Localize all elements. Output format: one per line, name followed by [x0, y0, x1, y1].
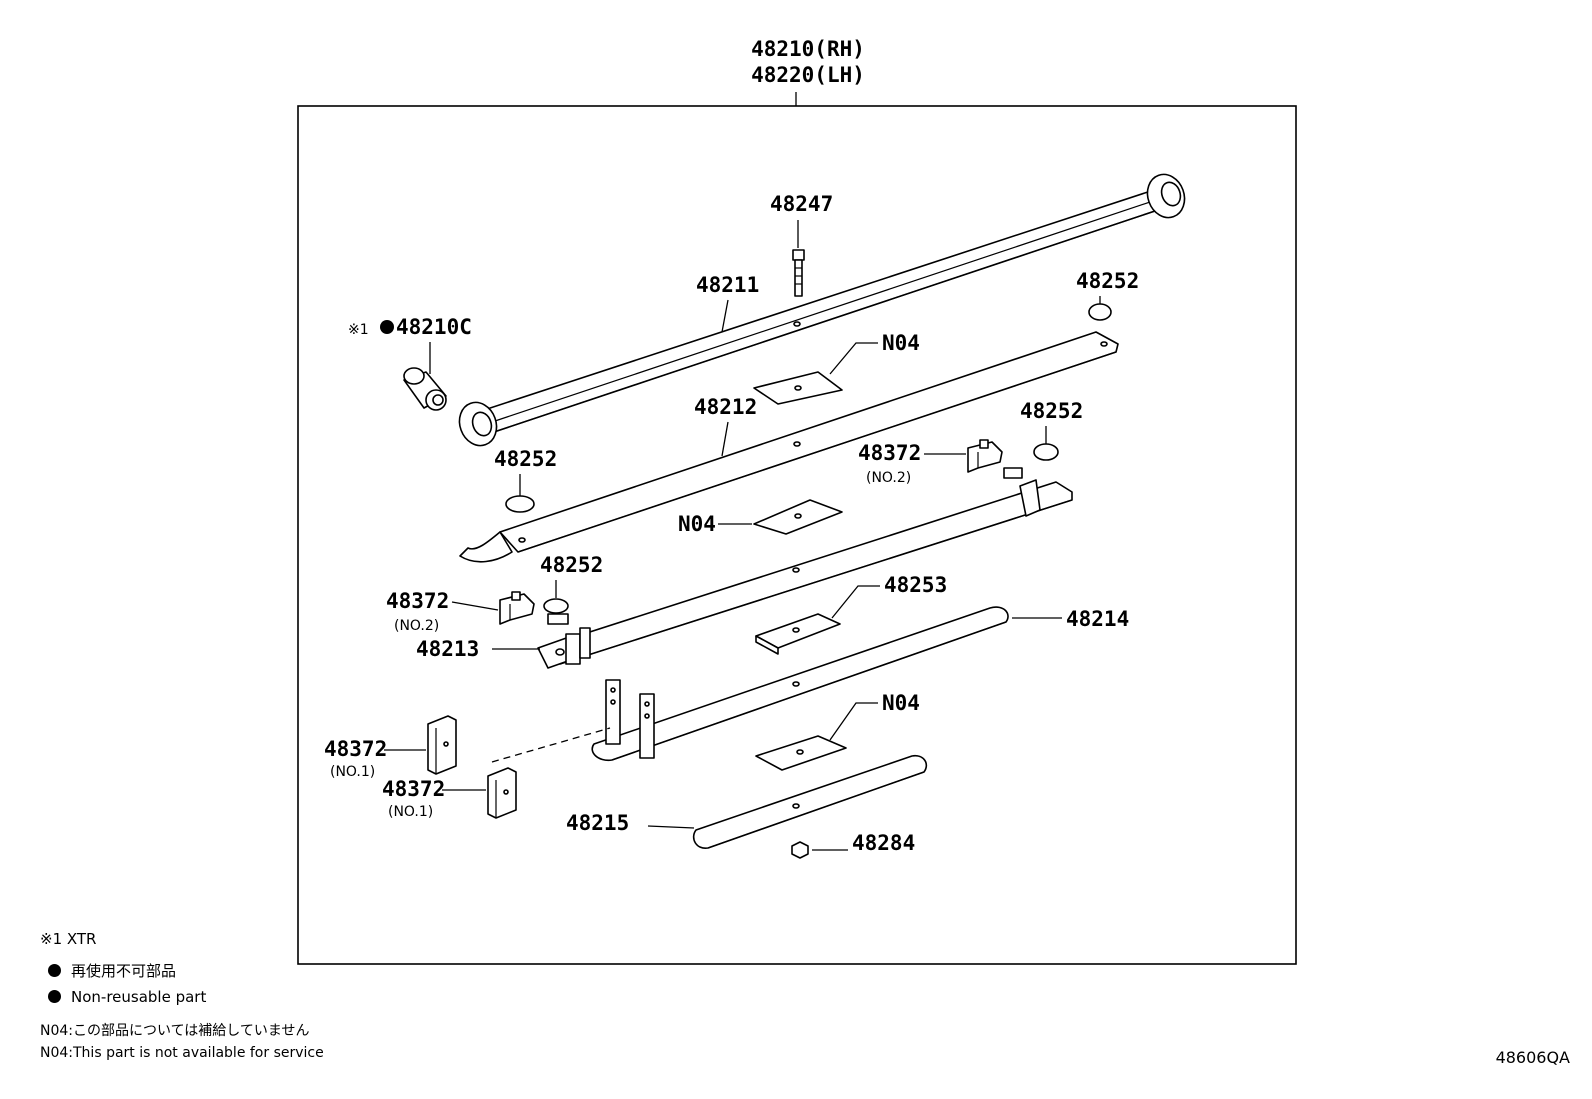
leader-n04-lower: [829, 702, 878, 741]
legend-note-1: ※1 XTR: [40, 930, 97, 948]
assembly-label-rh[interactable]: 48210(RH): [751, 37, 865, 61]
leader-48211: [721, 299, 729, 333]
label-48253[interactable]: 48253: [884, 573, 947, 597]
alignment-dashed-line: [491, 727, 611, 763]
legend-nonreusable-jp: 再使用不可部品: [40, 960, 176, 981]
cap-48252-right[interactable]: [1033, 443, 1059, 461]
label-48284[interactable]: 48284: [852, 831, 915, 855]
nonreusable-dot-icon: [48, 964, 61, 977]
diagram-code: 48606QA: [1495, 1048, 1570, 1067]
label-48252-left[interactable]: 48252: [494, 447, 557, 471]
legend-nonreusable-en-text: Non-reusable part: [71, 988, 207, 1006]
label-48212[interactable]: 48212: [694, 395, 757, 419]
legend-nonreusable-jp-text: 再使用不可部品: [71, 962, 177, 980]
bushing-48210c[interactable]: [403, 367, 447, 411]
legend-n04-en: N04:This part is not available for servi…: [40, 1045, 324, 1061]
clip-48372-no2-right[interactable]: [967, 439, 1003, 473]
cap-48252-top-right[interactable]: [1088, 303, 1112, 321]
assembly-label-lh[interactable]: 48220(LH): [751, 63, 865, 87]
label-48214[interactable]: 48214: [1066, 607, 1129, 631]
leader-n04-upper: [829, 342, 878, 375]
spacer-pad-n04-middle[interactable]: [753, 499, 843, 535]
label-n04-middle[interactable]: N04: [678, 512, 716, 536]
cap-48252-left[interactable]: [505, 495, 535, 513]
label-48252-right[interactable]: 48252: [1020, 399, 1083, 423]
sub-48372-no2-right: (NO.2): [866, 470, 911, 486]
spacer-plate-48253[interactable]: [755, 613, 841, 655]
leaf-spring-48211[interactable]: [454, 169, 1191, 451]
leaf-spring-48212[interactable]: [459, 331, 1119, 563]
sub-48372-no1-upper: (NO.1): [330, 764, 375, 780]
label-48247[interactable]: 48247: [770, 192, 833, 216]
leader-48253: [831, 585, 880, 619]
leader-48372-no2-left: [451, 601, 499, 611]
clip-48372-no1-upper[interactable]: [427, 715, 457, 775]
leaf-spring-48215[interactable]: [692, 754, 928, 849]
label-n04-upper[interactable]: N04: [882, 331, 920, 355]
label-48372-no2-left[interactable]: 48372: [386, 589, 449, 613]
label-n04-lower[interactable]: N04: [882, 691, 920, 715]
label-48211[interactable]: 48211: [696, 273, 759, 297]
spacer-pad-n04-upper[interactable]: [753, 371, 843, 405]
label-48213[interactable]: 48213: [416, 637, 479, 661]
nut-48284[interactable]: [791, 841, 809, 859]
legend-nonreusable-en: Non-reusable part: [40, 988, 206, 1006]
leaf-spring-48213[interactable]: [537, 467, 1073, 669]
label-48215[interactable]: 48215: [566, 811, 629, 835]
nonreusable-dot-icon: [380, 320, 394, 334]
leader-48215: [647, 825, 695, 829]
spacer-pad-n04-lower[interactable]: [755, 735, 847, 771]
label-48372-no1-upper[interactable]: 48372: [324, 737, 387, 761]
leader-48212: [721, 421, 729, 457]
cap-48252-lower-left[interactable]: [543, 598, 569, 614]
assembly-frame: [297, 105, 1297, 965]
legend-n04-jp: N04:この部品については補給していません: [40, 1023, 310, 1039]
note-mark-48210c: ※1: [348, 322, 369, 338]
clip-48372-no2-left[interactable]: [499, 591, 535, 625]
sub-48372-no1-lower: (NO.1): [388, 804, 433, 820]
label-48252-lower-left[interactable]: 48252: [540, 553, 603, 577]
clip-48372-no1-lower[interactable]: [487, 767, 517, 819]
center-bolt-48247[interactable]: [792, 249, 805, 297]
label-48210c[interactable]: 48210C: [396, 315, 472, 339]
label-48372-no2-right[interactable]: 48372: [858, 441, 921, 465]
label-48252-top-right[interactable]: 48252: [1076, 269, 1139, 293]
label-48372-no1-lower[interactable]: 48372: [382, 777, 445, 801]
sub-48372-no2-left: (NO.2): [394, 618, 439, 634]
nonreusable-dot-icon: [48, 990, 61, 1003]
